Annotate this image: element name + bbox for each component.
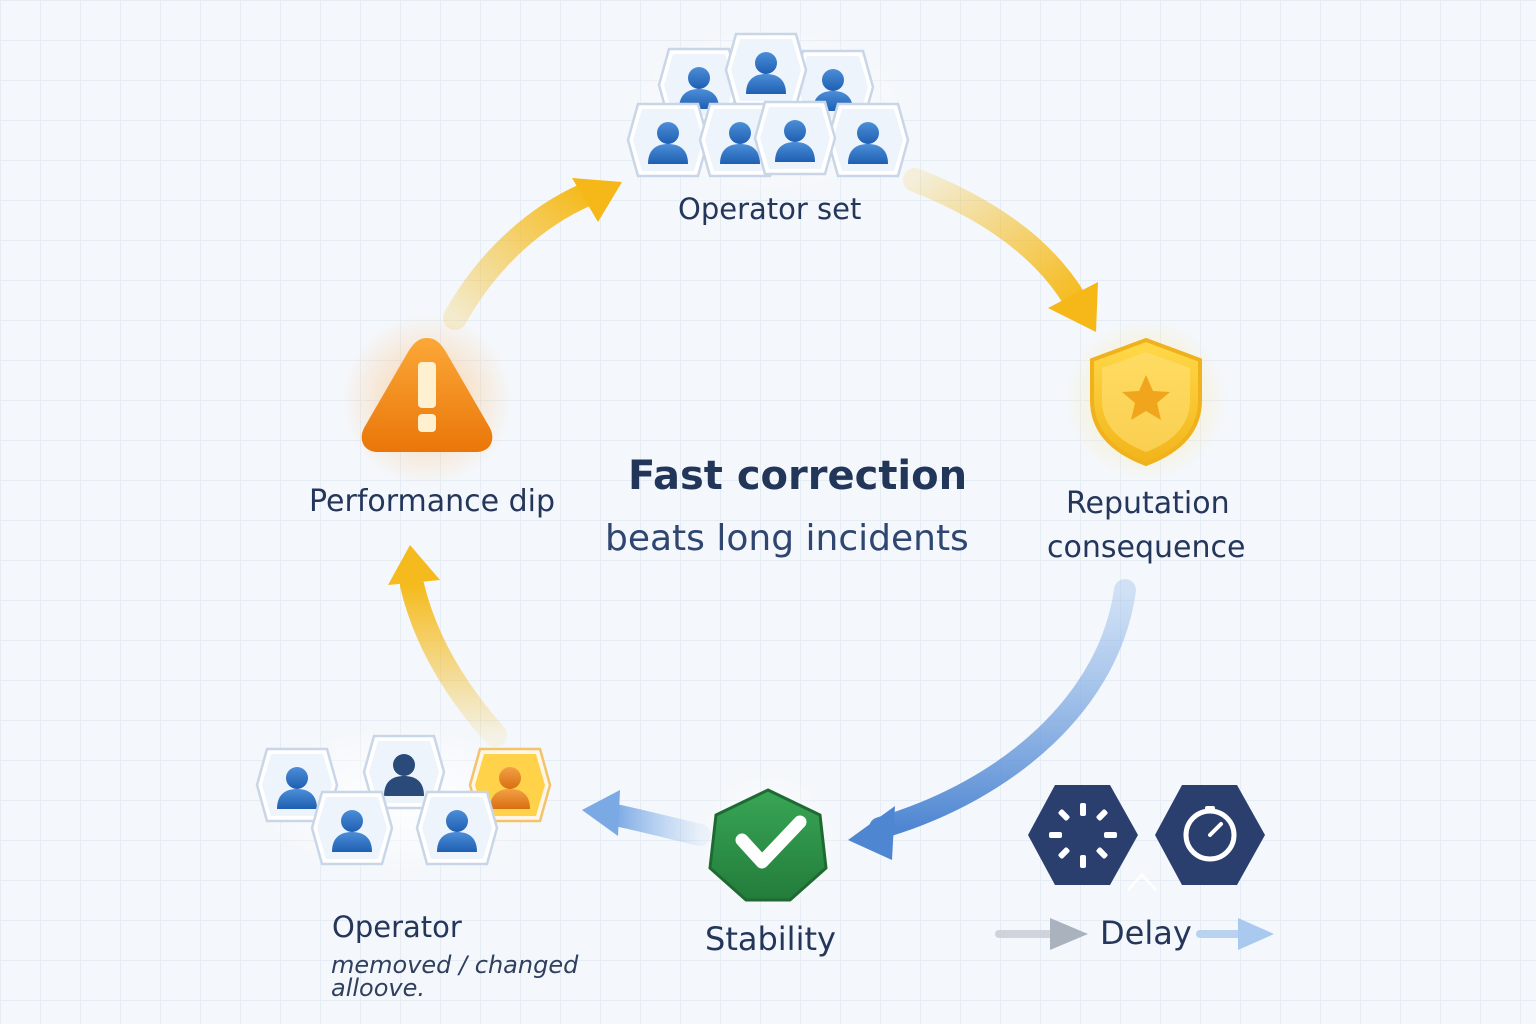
delay-arrow-left — [995, 918, 1088, 950]
performance-dip-label: Performance dip — [309, 484, 556, 519]
warning-triangle-icon — [342, 315, 512, 485]
center-title: Fast correction — [628, 453, 968, 499]
arrow-performance-to-operator — [443, 178, 622, 330]
loading-spinner-icon — [1028, 785, 1138, 885]
delay-caret-mark — [1126, 872, 1158, 892]
operator-removed-note-line1: memoved / changed — [331, 951, 579, 979]
operator-removed-label: Operator — [332, 910, 462, 944]
center-subtitle: beats long incidents — [605, 518, 969, 559]
stability-label: Stability — [705, 920, 836, 958]
reputation-label-line2: consequence — [1047, 530, 1246, 565]
delay-arrow-right — [1196, 918, 1274, 950]
operator-changed-group-icon — [240, 720, 560, 880]
reputation-label-line1: Reputation — [1066, 486, 1230, 521]
operator-set-label: Operator set — [678, 192, 862, 226]
arrow-reputation-to-stability — [848, 579, 1136, 860]
delay-label: Delay — [1100, 914, 1192, 952]
operator-removed-note-line2: alloove. — [331, 974, 426, 1002]
clock-icon — [1155, 785, 1265, 885]
shield-star-icon — [1066, 320, 1226, 480]
arrow-operator-to-reputation — [903, 168, 1098, 332]
arrow-stability-to-operator — [582, 790, 711, 846]
arrow-operator-to-performance — [388, 545, 507, 747]
check-hexagon-icon — [693, 767, 843, 917]
operator-group-icon — [618, 20, 918, 200]
